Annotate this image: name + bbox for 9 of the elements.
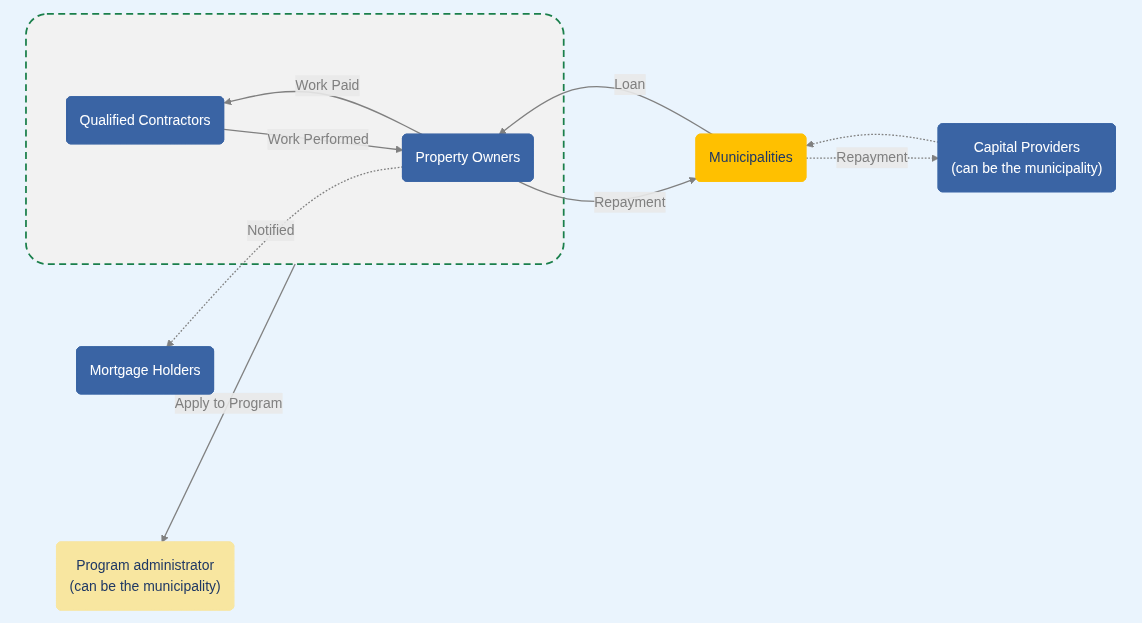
edge-label: Loan [614,76,646,92]
edge-label: Notified [247,222,295,238]
cluster [25,12,565,265]
arrow [161,262,297,543]
edge-label: Repayment [836,149,908,165]
edge-label: Apply to Program [174,394,283,410]
edge-label: Repayment [594,193,666,209]
edge-label: Work Performed [267,131,370,146]
edge-label: Work Paid [295,77,360,93]
